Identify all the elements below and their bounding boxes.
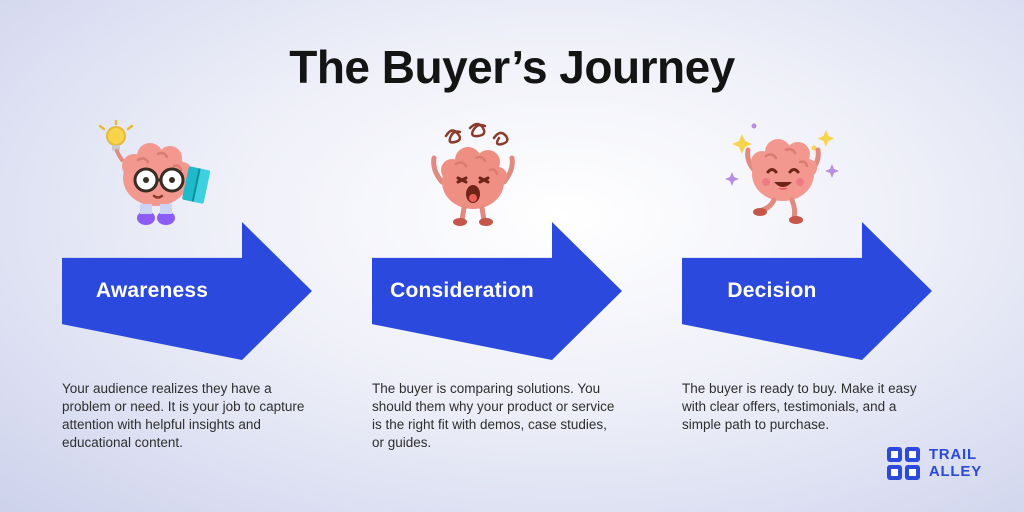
trail-alley-logo-icon <box>886 447 920 480</box>
stages-row: Awareness Your audience realizes they ha… <box>62 118 962 452</box>
trail-alley-logo-text: TRAIL ALLEY <box>928 446 982 480</box>
decision-arrow-label: Decision <box>727 278 817 302</box>
decision-arrow: Decision <box>682 222 932 360</box>
awareness-arrow-label: Awareness <box>95 278 209 302</box>
stage-awareness: Awareness Your audience realizes they ha… <box>62 118 342 452</box>
decision-description: The buyer is ready to buy. Make it easy … <box>682 381 917 433</box>
logo-line2: ALLEY <box>928 462 982 480</box>
awareness-arrow: Awareness <box>62 222 312 360</box>
trail-alley-logo: TRAIL ALLEY <box>886 446 982 480</box>
brain-happy-icon <box>682 118 884 226</box>
awareness-description: Your audience realizes they have a probl… <box>62 381 305 451</box>
logo-line1: TRAIL <box>928 446 977 463</box>
brain-stressed-icon <box>372 118 574 226</box>
consideration-arrow-label: Consideration <box>390 278 534 302</box>
brain-reading-icon <box>62 118 264 226</box>
stage-consideration: Consideration The buyer is comparing sol… <box>372 118 652 452</box>
consideration-description: The buyer is comparing solutions. You sh… <box>372 381 615 451</box>
consideration-arrow: Consideration <box>372 222 622 360</box>
page-title: The Buyer’s Journey <box>289 41 735 93</box>
stage-decision: Decision The buyer is ready to buy. Make… <box>682 118 962 452</box>
